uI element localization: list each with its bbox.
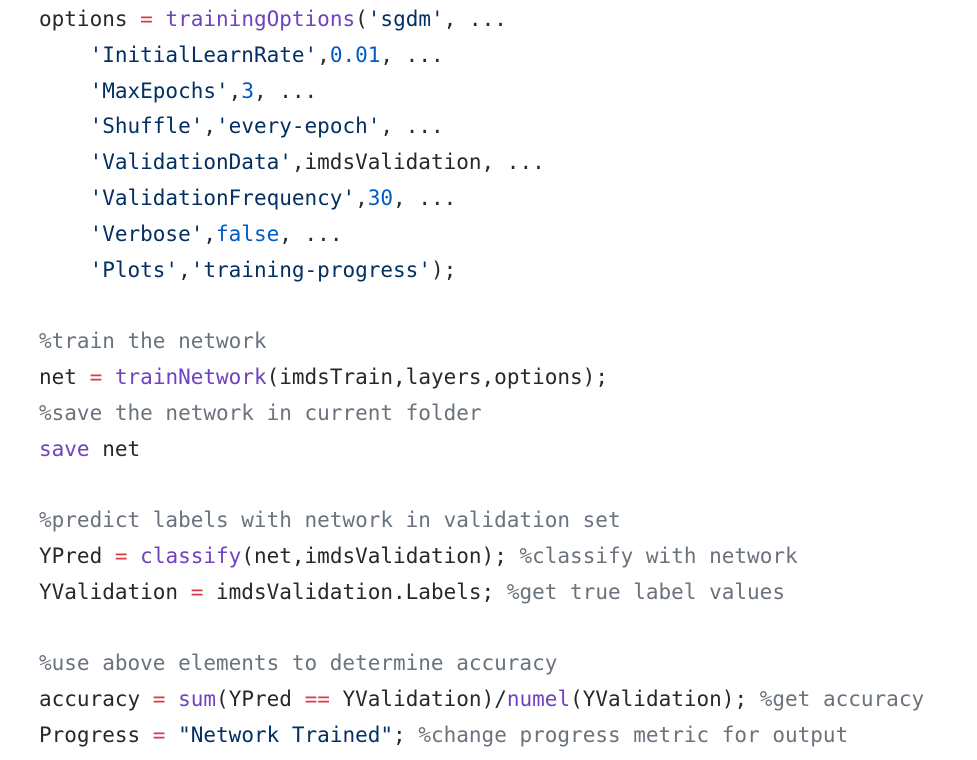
function-name: classify	[140, 543, 242, 568]
comment: %use above elements to determine accurac…	[39, 651, 558, 676]
string-literal: 'every-epoch'	[216, 114, 381, 139]
string-literal: 'ValidationFrequency'	[89, 185, 356, 210]
code-text: (imdsTrain,layers,options);	[266, 364, 608, 389]
string-literal: 'sgdm'	[367, 7, 444, 31]
code-text: (YValidation);	[570, 687, 760, 712]
code-text: ,	[178, 257, 191, 282]
code-line: accuracy = sum(YPred == YValidation)/num…	[39, 682, 924, 718]
code-text: , ...	[380, 114, 444, 139]
code-text	[165, 723, 178, 747]
code-line: %use above elements to determine accurac…	[39, 646, 924, 682]
code-text	[165, 687, 178, 711]
code-text: YValidation)/	[329, 687, 507, 712]
blank-line	[39, 611, 924, 647]
code-text: ,	[203, 114, 217, 139]
code-text	[39, 258, 90, 282]
operator: =	[114, 543, 128, 568]
operator: =	[152, 722, 166, 747]
code-text: accuracy	[39, 687, 153, 712]
code-text: options	[39, 7, 141, 31]
function-name: numel	[506, 687, 571, 712]
code-text: Progress	[39, 722, 153, 747]
code-text: ,	[317, 42, 330, 67]
operator: =	[140, 7, 153, 31]
code-line: %train the network	[39, 324, 924, 360]
string-literal: 'Plots'	[89, 257, 179, 282]
code-line: 'ValidationData',imdsValidation, ...	[39, 145, 924, 181]
code-text: );	[430, 257, 457, 282]
code-text: (net,imdsValidation);	[241, 543, 520, 568]
string-literal: 'training-progress'	[190, 257, 431, 282]
code-text	[39, 79, 90, 103]
code-text: ,	[355, 185, 368, 210]
code-line: YValidation = imdsValidation.Labels; %ge…	[39, 575, 924, 611]
code-line: 'Verbose',false, ...	[39, 217, 924, 253]
code-text: YValidation	[39, 579, 191, 604]
operator: =	[89, 364, 103, 389]
code-text: , ...	[443, 7, 507, 31]
operator: =	[152, 687, 166, 712]
code-text: ;	[393, 722, 419, 747]
code-line: Progress = "Network Trained"; %change pr…	[39, 718, 924, 754]
function-name: trainNetwork	[114, 364, 267, 389]
code-text	[39, 186, 90, 210]
comment: %classify with network	[519, 543, 798, 568]
code-line: options = trainingOptions('sgdm', ...	[39, 2, 924, 38]
code-text	[39, 43, 90, 67]
code-line: 'Shuffle','every-epoch', ...	[39, 109, 924, 145]
string-literal: 'MaxEpochs'	[89, 78, 229, 103]
code-text	[39, 222, 90, 246]
number-literal: 0.01	[329, 42, 381, 67]
string-literal: 'ValidationData'	[89, 150, 292, 175]
function-name: sum	[178, 687, 217, 712]
operator: =	[190, 579, 204, 604]
number-literal: 30	[367, 185, 394, 210]
code-line: 'InitialLearnRate',0.01, ...	[39, 38, 924, 74]
code-text: net	[89, 436, 141, 461]
comment: %train the network	[39, 329, 267, 354]
code-line: %predict labels with network in validati…	[39, 503, 924, 539]
code-line: 'Plots','training-progress');	[39, 253, 924, 289]
comment: %change progress metric for output	[418, 722, 849, 747]
code-text	[102, 365, 115, 389]
number-literal: 3	[241, 78, 254, 103]
keyword: save	[39, 436, 90, 461]
boolean-literal: false	[216, 221, 280, 246]
code-text: ,	[228, 78, 242, 103]
blank-line	[39, 467, 924, 503]
code-line: %save the network in current folder	[39, 396, 924, 432]
comment: %get true label values	[506, 579, 785, 604]
comment: %predict labels with network in validati…	[39, 508, 621, 533]
code-line: net = trainNetwork(imdsTrain,layers,opti…	[39, 360, 924, 396]
code-text	[39, 114, 90, 138]
code-line: YPred = classify(net,imdsValidation); %c…	[39, 539, 924, 575]
code-line: 'ValidationFrequency',30, ...	[39, 181, 924, 217]
function-name: trainingOptions	[165, 7, 356, 31]
code-text: (	[355, 7, 368, 31]
code-text	[39, 150, 90, 174]
string-literal: 'Verbose'	[89, 221, 204, 246]
code-text: , ...	[380, 42, 444, 67]
code-text: , ...	[279, 221, 343, 246]
code-text: (YPred	[216, 687, 305, 712]
comment: %get accuracy	[759, 687, 925, 712]
code-text: YPred	[39, 543, 115, 568]
comment: %save the network in current folder	[39, 400, 482, 425]
code-block: options = trainingOptions('sgdm', ... 'I…	[39, 2, 924, 754]
code-text: ,imdsValidation, ...	[291, 150, 545, 175]
code-text	[128, 544, 141, 568]
code-text: , ...	[393, 185, 457, 210]
string-literal: 'Shuffle'	[89, 114, 204, 139]
blank-line	[39, 288, 924, 324]
code-text: imdsValidation.Labels;	[203, 579, 507, 604]
string-literal: 'InitialLearnRate'	[89, 42, 318, 67]
code-text: ,	[203, 221, 217, 246]
string-literal: "Network Trained"	[178, 722, 394, 747]
code-line: 'MaxEpochs',3, ...	[39, 74, 924, 110]
operator: ==	[304, 687, 330, 712]
code-text: , ...	[253, 78, 318, 103]
code-line: save net	[39, 432, 924, 468]
code-text	[153, 7, 166, 31]
code-text: net	[39, 364, 90, 389]
